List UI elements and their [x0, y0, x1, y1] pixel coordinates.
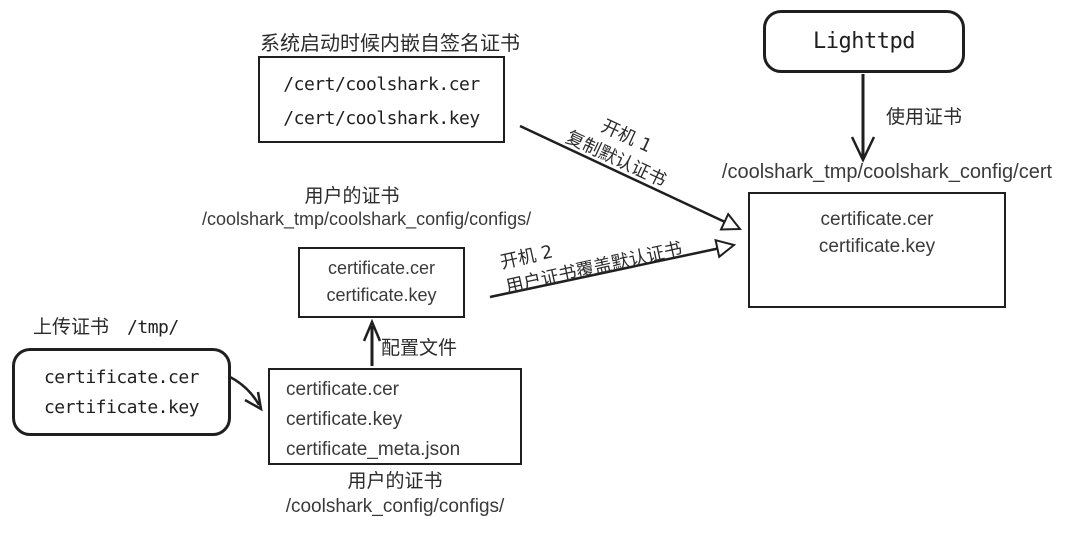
file-line: certificate.key — [43, 397, 200, 418]
upload-path: /tmp/ — [127, 317, 179, 338]
user-configs-box: certificate.cer certificate.key certific… — [268, 368, 522, 465]
upload-caption: 上传证书 /tmp/ — [33, 312, 179, 339]
config-file-label: 配置文件 — [381, 337, 458, 359]
file-line: certificate.key — [818, 236, 936, 257]
file-line: /cert/coolshark.key — [283, 108, 480, 129]
arrow-boot2 — [489, 238, 737, 299]
user-mid-box: certificate.cer certificate.key — [298, 247, 465, 318]
user-mid-caption: 用户的证书 /coolshark_tmp/coolshark_config/co… — [202, 184, 532, 231]
upload-box: certificate.cer certificate.key — [12, 348, 231, 436]
use-cert-label: 使用证书 — [886, 106, 963, 128]
file-line: certificate.cer — [327, 258, 436, 278]
arrow-upload — [229, 375, 263, 412]
builtin-cert-title: 系统启动时候内嵌自签名证书 — [260, 31, 520, 55]
file-line: certificate.key — [286, 409, 403, 430]
file-line: certificate.key — [326, 285, 437, 305]
user-configs-caption: 用户的证书 /coolshark_config/configs/ — [268, 468, 522, 520]
runtime-cert-path: /coolshark_tmp/coolshark_config/cert — [721, 161, 1053, 183]
user-configs-title: 用户的证书 — [347, 470, 443, 492]
user-mid-title: 用户的证书 — [304, 185, 400, 207]
runtime-cert-box: certificate.cer certificate.key — [748, 192, 1006, 308]
file-line: certificate.cer — [43, 367, 200, 388]
arrow-boot1 — [519, 124, 743, 231]
user-mid-path: /coolshark_tmp/coolshark_config/configs/ — [202, 209, 532, 229]
user-configs-path: /coolshark_config/configs/ — [285, 496, 505, 517]
arrow-config-file — [362, 318, 382, 366]
file-line: certificate_meta.json — [286, 439, 461, 460]
arrow-use-cert — [850, 74, 876, 163]
lighttpd-label: Lighttpd — [813, 29, 915, 54]
file-line: certificate.cer — [820, 209, 934, 230]
upload-title: 上传证书 — [33, 316, 110, 338]
lighttpd-box: Lighttpd — [763, 10, 965, 73]
file-line: /cert/coolshark.cer — [283, 74, 480, 95]
file-line: certificate.cer — [286, 379, 399, 400]
builtin-cert-box: /cert/coolshark.cer /cert/coolshark.key — [258, 56, 505, 143]
